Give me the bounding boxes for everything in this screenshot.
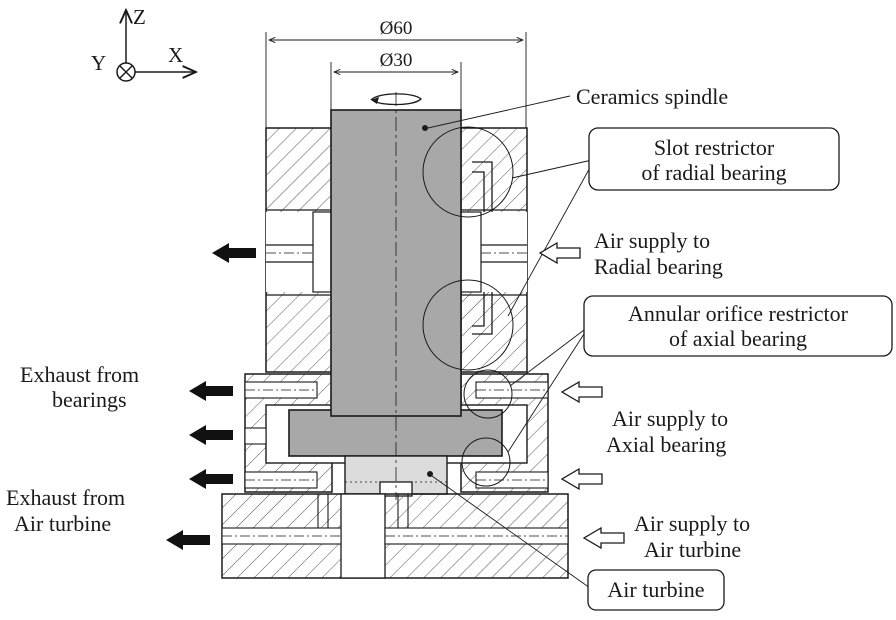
air-supply-axial-label-line2: Axial bearing [606, 432, 726, 457]
leader-lines [427, 95, 593, 589]
air-turbine-label: Air turbine [607, 577, 704, 602]
outer-diameter-label: Ø60 [380, 18, 413, 39]
radial-bearing-housing [265, 127, 528, 373]
annular-orifice-box [583, 295, 893, 357]
spindle-marker-dot [422, 125, 428, 131]
exhaust-bearings-label-line1: Exhaust from [20, 362, 139, 387]
slot-restrictor-label-line2: of radial bearing [641, 160, 786, 185]
air-supply-radial-label-line2: Radial bearing [594, 254, 723, 279]
thrust-disk [288, 409, 503, 457]
annular-orifice-label-line1: Annular orifice restrictor [628, 301, 849, 326]
air-turbine-box [587, 569, 725, 611]
slot-restrictor-label-line1: Slot restrictor [654, 135, 775, 160]
text-labels: Ceramics spindle Slot restrictor of radi… [6, 84, 849, 602]
exhaust-bearings-label-line2: bearings [52, 387, 127, 412]
air-supply-turbine-label-line2: Air turbine [644, 537, 741, 562]
annular-orifice-label-line2: of axial bearing [669, 326, 807, 351]
air-supply-radial-label-line1: Air supply to [594, 228, 710, 253]
slot-restrictor-box [588, 127, 840, 191]
inner-diameter-label: Ø30 [380, 50, 413, 71]
axis-y-label: Y [91, 51, 106, 75]
y-into-page-icon [116, 62, 136, 82]
detail-circles [422, 126, 514, 487]
coordinate-axes: Z X Y [91, 5, 196, 82]
ceramics-spindle-label: Ceramics spindle [576, 84, 728, 109]
air-supply-turbine-label-line1: Air supply to [634, 511, 750, 536]
exhaust-turbine-label-line2: Air turbine [14, 511, 111, 536]
supply-arrow-icon [538, 241, 625, 550]
dimension-lines: Ø60 Ø30 [265, 18, 527, 128]
turbine-marker-dot [427, 471, 433, 477]
axis-x-label: X [168, 43, 183, 67]
rotation-arrow-icon [370, 93, 422, 106]
exhaust-turbine-label-line1: Exhaust from [6, 485, 125, 510]
exhaust-arrow-icon [166, 243, 256, 550]
base-plate [221, 493, 569, 579]
air-supply-axial-label-line1: Air supply to [612, 406, 728, 431]
axis-z-label: Z [133, 5, 146, 29]
